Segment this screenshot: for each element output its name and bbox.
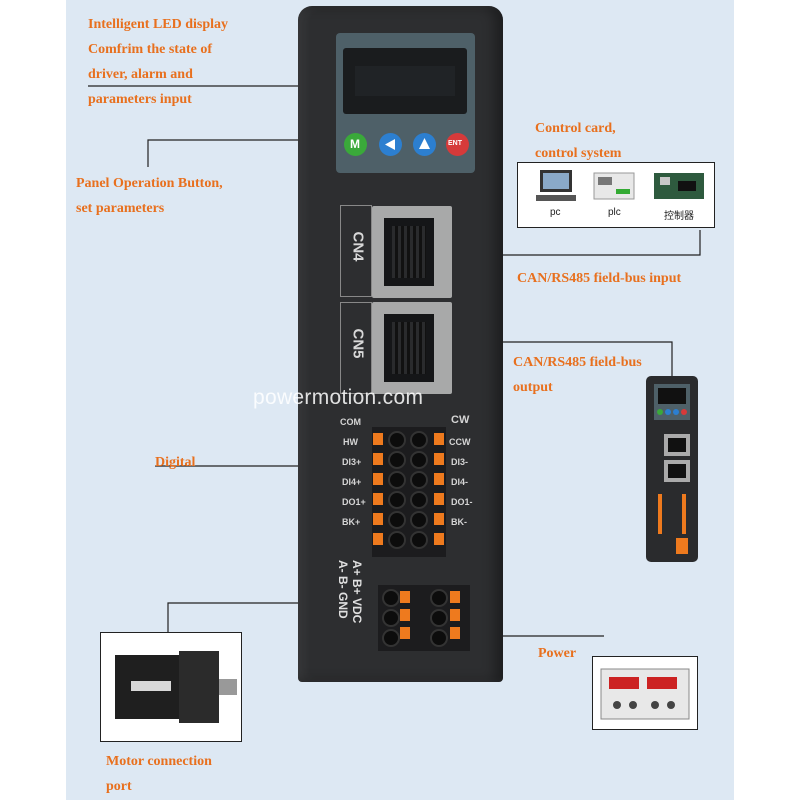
can-out-leader-line: [440, 341, 673, 376]
plc-label: plc: [608, 207, 621, 218]
motor-box: [100, 632, 242, 742]
power-supply-box: [592, 656, 698, 730]
can-input-annotation: CAN/RS485 field-bus input: [517, 271, 682, 286]
control-devices-box: pc plc 控制器: [517, 162, 715, 228]
secondary-driver-image: [646, 376, 698, 562]
stepper-motor-icon: [115, 651, 237, 723]
left-arrow-icon: [385, 139, 395, 150]
digital-annotation: Digital: [155, 455, 196, 470]
panel-button-annotation: Panel Operation Button, set parameters: [76, 176, 223, 216]
motor-pins-label: A+ B+ VDC: [350, 560, 364, 624]
power-supply-icon: [600, 668, 690, 720]
cn5-port[interactable]: [372, 302, 452, 394]
plc-icon: [593, 172, 635, 200]
secondary-driver-icon: [654, 384, 690, 554]
cn5-label-box: CN5: [340, 302, 372, 394]
up-arrow-icon: [419, 138, 430, 149]
can-in-leader-line: [440, 230, 701, 256]
motor-power-terminal[interactable]: [378, 585, 470, 651]
motor-annotation: Motor connection port: [106, 754, 212, 794]
left-arrow-button[interactable]: [379, 133, 402, 156]
controller-board-icon: [654, 173, 704, 199]
digital-terminal-block[interactable]: [372, 427, 446, 557]
power-annotation: Power: [538, 646, 577, 661]
control-devices-icons: [536, 170, 704, 201]
can-output-annotation: CAN/RS485 field-bus output: [513, 355, 642, 395]
pc-icon: [536, 170, 576, 201]
cn4-label-box: CN4: [340, 205, 372, 297]
mode-button[interactable]: M: [344, 133, 367, 156]
controller-label: 控制器: [664, 211, 694, 222]
led-display: [343, 48, 467, 114]
control-card-annotation: Control card, control system: [535, 121, 622, 161]
up-arrow-button[interactable]: [413, 133, 436, 156]
power-pins-label: A- B- GND: [336, 560, 350, 619]
enter-button[interactable]: ENT: [446, 133, 469, 156]
led-segments: [355, 66, 455, 96]
cn4-port[interactable]: [372, 206, 452, 298]
watermark: powermotion.com: [253, 386, 424, 409]
pc-label: pc: [550, 207, 561, 218]
led-display-annotation: Intelligent LED display Comfrim the stat…: [88, 17, 229, 107]
panel-leader-line: [147, 139, 298, 167]
